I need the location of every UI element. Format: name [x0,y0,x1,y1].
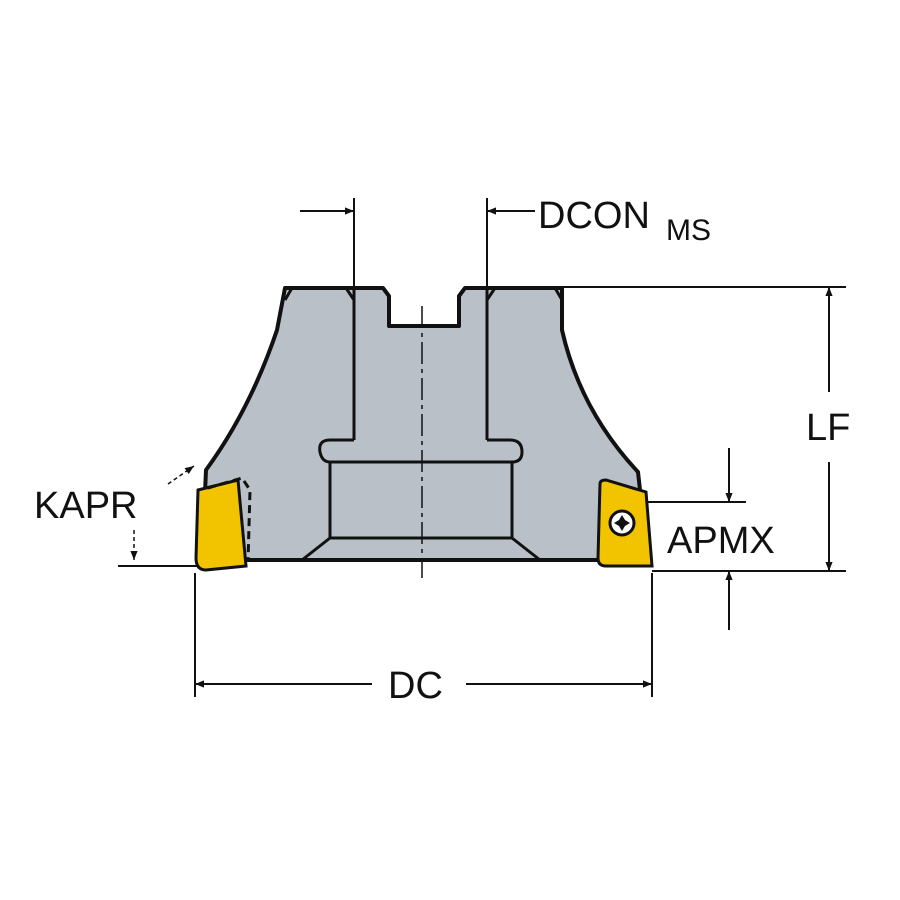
torx-screw-icon [608,509,636,537]
dcon-label: DCON [538,195,650,237]
kapr-label: KAPR [34,485,137,527]
left-insert [194,478,248,572]
kapr-dimension [118,465,198,567]
inner-relief [318,438,524,464]
dcon-dimension [300,198,535,288]
dc-dimension [194,573,653,697]
apmx-dimension [648,448,746,630]
lf-label: LF [806,407,850,449]
left-insert-hidden-edge [207,476,252,563]
inner-bore-lower [301,462,541,562]
body-top-chamfer [283,287,564,301]
apmx-label: APMX [667,520,775,562]
lf-dimension [562,286,846,572]
dcon-subscript-label: MS [666,214,711,247]
dc-label: DC [388,665,443,707]
inner-bore-upper [344,287,497,440]
cutter-body [200,286,652,562]
